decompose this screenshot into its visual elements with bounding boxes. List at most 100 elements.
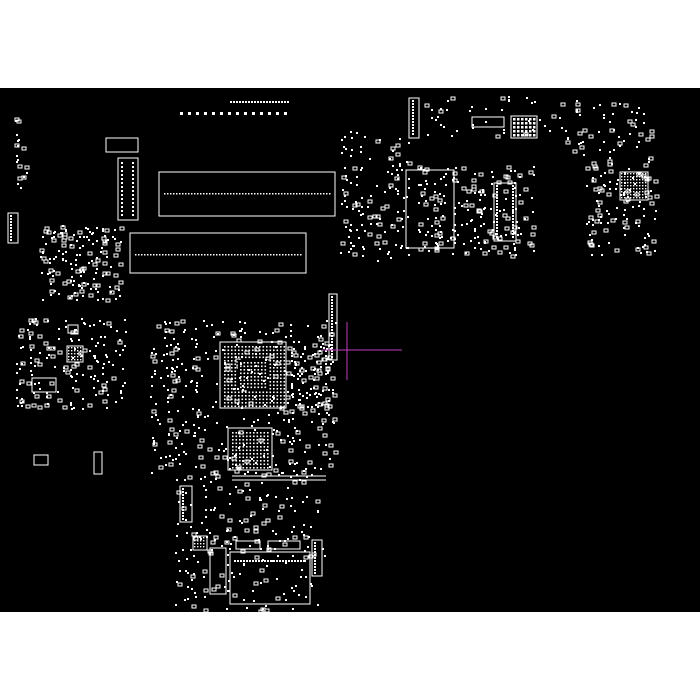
passive-component — [265, 605, 267, 607]
passive-component — [171, 371, 173, 373]
passive-component — [53, 270, 55, 272]
passive-component — [332, 392, 334, 394]
pad-cluster-pin — [513, 126, 516, 129]
passive-component — [608, 242, 610, 244]
passive-component — [41, 272, 43, 274]
cpu-bga-ball — [252, 391, 254, 394]
passive-component — [315, 392, 317, 394]
cpu-bga-ball — [227, 363, 230, 366]
passive-component — [503, 132, 505, 134]
board-layout-viewer[interactable] — [0, 88, 700, 612]
passive-component — [304, 550, 306, 552]
cpu-bga-ball — [234, 360, 237, 362]
connector-bottom-pin — [282, 560, 284, 562]
chipset-ball — [239, 456, 241, 459]
passive-component — [348, 236, 350, 238]
connector-far-left-pin — [10, 230, 12, 232]
cpu-bga-ball — [262, 353, 265, 355]
passive-component — [272, 560, 274, 562]
cpu-bga-ball — [262, 395, 265, 397]
header-top-pin — [278, 101, 280, 103]
passive-component — [82, 295, 84, 297]
passive-component — [474, 247, 476, 249]
passive-component — [199, 536, 201, 538]
passive-component — [237, 467, 239, 469]
passive-component — [68, 236, 74, 241]
passive-component — [164, 321, 166, 323]
chipset-ball — [239, 467, 241, 469]
chipset-ball — [235, 439, 238, 441]
connector-left-pin — [132, 194, 134, 196]
passive-component — [196, 411, 202, 416]
passive-component — [101, 236, 107, 241]
passive-component — [433, 207, 439, 212]
cpu-bga-ball — [224, 367, 226, 369]
passive-component — [151, 472, 153, 474]
passive-component — [210, 471, 216, 476]
passive-component — [318, 413, 320, 415]
ic-far-right-pin — [621, 179, 623, 181]
passive-component — [89, 325, 91, 327]
passive-component — [514, 182, 516, 184]
passive-component — [296, 462, 298, 464]
passive-component — [79, 254, 81, 256]
passive-component — [93, 387, 95, 389]
passive-component — [603, 228, 609, 233]
passive-component — [175, 458, 177, 460]
passive-component — [612, 113, 614, 115]
passive-component — [239, 573, 241, 575]
passive-component — [503, 189, 509, 194]
passive-component — [565, 130, 567, 132]
passive-component — [629, 189, 631, 191]
connector-bottom-pin — [270, 560, 272, 562]
passive-component — [114, 285, 120, 290]
chipset-ball — [267, 435, 269, 438]
passive-component — [193, 573, 195, 575]
passive-component — [21, 405, 23, 407]
passive-component — [83, 322, 85, 324]
cpu-bga-ball — [238, 391, 240, 394]
passive-component — [226, 426, 228, 428]
passive-component — [283, 419, 285, 421]
passive-component — [647, 195, 653, 200]
connector-bottom-right-pin — [314, 557, 316, 559]
cpu-bga-ball — [241, 349, 244, 352]
passive-component — [193, 536, 199, 541]
top-row-pad — [204, 112, 207, 115]
passive-component — [239, 520, 241, 522]
passive-component — [286, 498, 288, 500]
passive-component — [501, 109, 503, 111]
passive-component — [79, 289, 85, 294]
module-right-b-pin — [512, 230, 514, 232]
passive-component — [314, 373, 316, 375]
passive-component — [300, 356, 302, 358]
passive-component — [628, 168, 630, 170]
passive-component — [515, 208, 517, 210]
module-right-b-pin — [512, 218, 514, 220]
cpu-bga-ball — [269, 356, 272, 359]
cpu-bga-ball — [280, 395, 282, 397]
passive-component — [112, 236, 114, 238]
header-top-pin — [248, 101, 250, 103]
passive-component — [636, 112, 638, 114]
pcb-layout-canvas[interactable] — [0, 88, 700, 612]
passive-component — [304, 360, 306, 362]
passive-component — [234, 536, 236, 538]
passive-component — [119, 226, 125, 231]
passive-component — [71, 364, 77, 369]
connector-vertical-mid-pin — [331, 314, 333, 316]
passive-component — [104, 228, 110, 233]
connector-vertical-mid-pin — [331, 296, 333, 298]
passive-component — [454, 213, 456, 215]
passive-component — [151, 376, 153, 378]
ic-far-right-pin — [642, 182, 644, 184]
passive-component — [259, 568, 265, 573]
passive-component — [114, 229, 116, 231]
passive-component — [185, 421, 187, 423]
passive-component — [244, 350, 250, 355]
passive-component — [16, 389, 18, 391]
passive-component — [474, 192, 476, 194]
pad-cluster-pin — [529, 122, 532, 125]
passive-component — [201, 522, 203, 524]
pad-cluster-pin — [517, 122, 520, 125]
